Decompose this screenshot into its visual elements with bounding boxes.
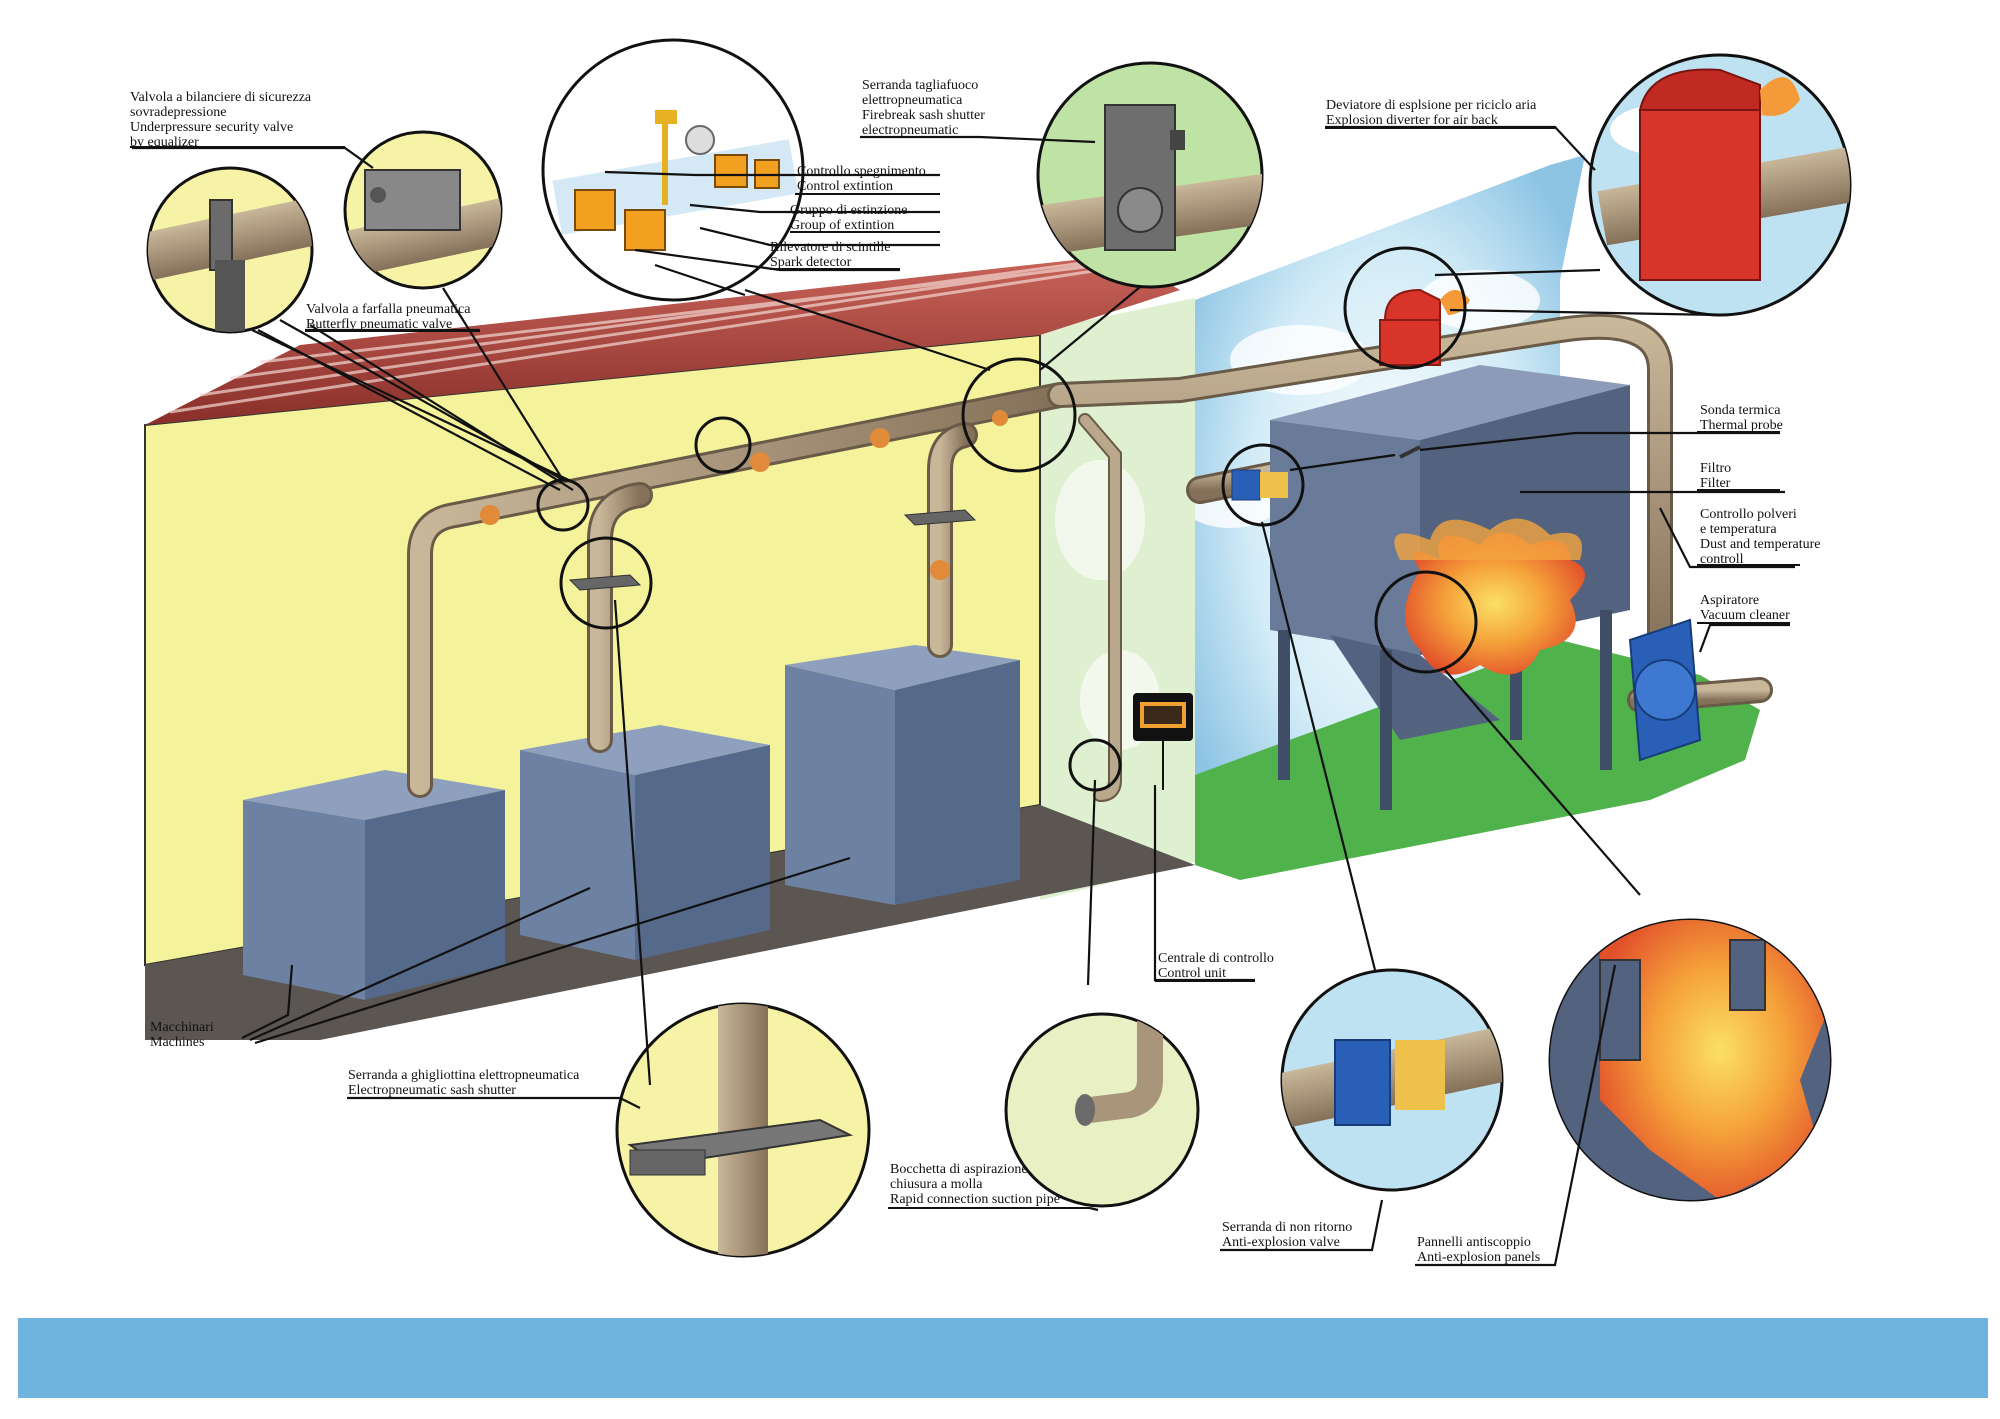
label-line: Group of extintion (790, 218, 895, 233)
label-anti-explosion-panels: Pannelli antiscoppio Anti-explosion pane… (1417, 1235, 1540, 1265)
label-line: Firebreak sash shutter (862, 108, 985, 123)
filter-top (1270, 365, 1630, 440)
label-line: elettropneumatica (862, 93, 963, 108)
filter-hopper (1330, 635, 1500, 740)
label-line: Anti-explosion panels (1417, 1250, 1541, 1265)
label-control-unit: Centrale di controllo Control unit (1158, 951, 1274, 981)
label-line: Gruppo di estinzione (790, 203, 908, 218)
label-line: controll (1700, 552, 1744, 567)
label-line: Serranda di non ritorno (1222, 1220, 1353, 1235)
label-line: Explosion diverter for air back (1326, 113, 1498, 128)
machines (243, 645, 1020, 1000)
detail-firebreak-shutter (1036, 61, 1264, 289)
label-line: Rilevatore di scintille (770, 240, 891, 255)
label-underpressure-valve: Valvola a bilanciere di sicurezza sovrad… (130, 90, 311, 150)
control-unit-device (1133, 693, 1193, 741)
label-control-extinction: Controllo spegnimento Control extintion (797, 164, 926, 194)
detail-sash-shutter (615, 1002, 871, 1258)
label-line: Sonda termica (1700, 403, 1781, 418)
anti-explosion-valve-small (1231, 469, 1288, 501)
label-line: electropneumatic (862, 123, 959, 138)
vacuum-unit (1628, 618, 1702, 762)
label-line: by equalizer (130, 135, 199, 150)
label-line: Rapid connection suction pipe (890, 1192, 1060, 1207)
detail-spark-extinction (541, 38, 805, 302)
label-explosion-diverter: Deviatore di esplsione per riciclo aria … (1326, 98, 1536, 128)
label-line: Valvola a bilanciere di sicurezza (130, 90, 312, 105)
label-line: Centrale di controllo (1158, 951, 1274, 966)
scene-rings (536, 246, 1478, 792)
label-line: Vacuum cleaner (1700, 608, 1790, 623)
label-filter: Filtro Filter (1700, 461, 1731, 491)
label-line: Serranda tagliafuoco (862, 78, 979, 93)
callout-lines (132, 125, 1795, 1267)
label-sash-shutter: Serranda a ghigliottina elettropneumatic… (348, 1068, 579, 1098)
machine-3 (785, 645, 1020, 905)
label-line: Aspiratore (1700, 593, 1760, 608)
filter-unit (1270, 365, 1630, 810)
explosion-diverter (1379, 288, 1470, 366)
machine-1 (243, 770, 505, 1000)
label-line: Controllo spegnimento (797, 164, 926, 179)
duct-shutters (568, 509, 977, 591)
label-line: Underpressure security valve (130, 120, 294, 135)
label-butterfly-valve: Valvola a farfalla pneumatica Butterfly … (306, 302, 470, 332)
explosion-flames (1405, 532, 1585, 675)
thermal-probe-device (1399, 445, 1421, 459)
label-line: Electropneumatic sash shutter (348, 1083, 516, 1098)
label-line: Pannelli antiscoppio (1417, 1235, 1531, 1250)
label-machines: Macchinari Machines (150, 1020, 214, 1050)
detail-explosion-diverter (1588, 53, 1852, 317)
label-line: sovradepressione (130, 105, 227, 120)
label-line: Controllo polveri (1700, 507, 1797, 522)
label-underlines (130, 127, 1800, 1266)
detail-underpressure-valve (343, 130, 503, 290)
label-line: Butterfly pneumatic valve (306, 317, 453, 332)
label-line: Spark detector (770, 255, 852, 270)
detail-non-return-valve (1280, 968, 1504, 1192)
label-spark-detector: Rilevatore di scintille Spark detector (770, 240, 891, 270)
label-line: Filter (1700, 476, 1731, 491)
label-line: chiusura a molla (890, 1177, 983, 1192)
label-line: Machines (150, 1035, 205, 1050)
label-line: e temperatura (1700, 522, 1777, 537)
label-line: Macchinari (150, 1020, 214, 1035)
label-line: Control unit (1158, 966, 1227, 981)
label-group-extinction: Gruppo di estinzione Group of extintion (790, 203, 907, 233)
label-line: Control extintion (797, 179, 894, 194)
label-anti-explosion-valve: Serranda di non ritorno Anti-explosion v… (1222, 1220, 1352, 1250)
label-vacuum-cleaner: Aspiratore Vacuum cleaner (1700, 593, 1790, 623)
detail-anti-explosion-panels (1548, 918, 1832, 1202)
label-line: Valvola a farfalla pneumatica (306, 302, 471, 317)
label-line: Thermal probe (1700, 418, 1783, 433)
label-dust-temperature: Controllo polveri e temperatura Dust and… (1700, 507, 1821, 567)
label-suction-pipe: Bocchetta di aspirazione chiusura a moll… (890, 1162, 1060, 1207)
machine-2 (520, 725, 770, 960)
label-line: Bocchetta di aspirazione (890, 1162, 1028, 1177)
label-line: Filtro (1700, 461, 1732, 476)
label-thermal-probe: Sonda termica Thermal probe (1700, 403, 1783, 433)
footer-bar (18, 1318, 1988, 1398)
label-line: Serranda a ghigliottina elettropneumatic… (348, 1068, 580, 1083)
label-line: Dust and temperature (1700, 537, 1821, 552)
detail-suction-pipe (1004, 1012, 1200, 1208)
label-firebreak-shutter: Serranda tagliafuoco elettropneumatica F… (862, 78, 985, 138)
label-line: Deviatore di esplsione per riciclo aria (1326, 98, 1537, 113)
label-line: Anti-explosion valve (1222, 1235, 1340, 1250)
detail-butterfly-valve (146, 166, 314, 334)
